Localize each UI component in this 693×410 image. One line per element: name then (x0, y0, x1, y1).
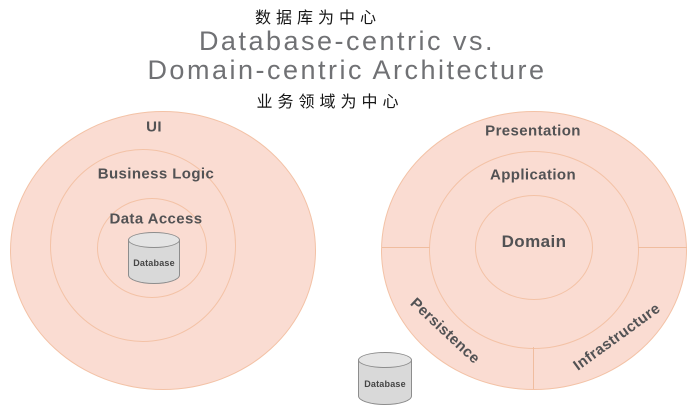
left-inner-circle-data-access (97, 198, 207, 298)
external-database-cylinder-icon: Database (358, 352, 412, 405)
database-label: Database (364, 378, 406, 389)
right-inner-circle-domain (475, 195, 593, 300)
cylinder-body (358, 360, 412, 405)
label-database-centric-chinese: 数据库为中心 (254, 10, 382, 27)
page-title: Database-centric vs. Domain-centric Arch… (147, 27, 546, 85)
ring-label-business-logic: Business Logic (97, 165, 215, 183)
ring-label-domain: Domain (501, 232, 567, 251)
title-line-1: Database-centric vs. (198, 26, 496, 56)
cylinder-top (358, 352, 412, 368)
sector-divider-left (382, 247, 430, 248)
database-cylinder-icon: Database (128, 232, 180, 284)
label-domain-centric-chinese: 业务领域为中心 (256, 94, 404, 111)
title-line-2: Domain-centric Architecture (147, 55, 547, 85)
sector-divider-right (638, 247, 687, 248)
ring-label-data-access: Data Access (109, 210, 203, 228)
left-middle-circle-business-logic (50, 149, 236, 342)
right-middle-circle-application (429, 151, 639, 349)
ring-label-application: Application (489, 166, 577, 184)
sector-divider-bottom (533, 347, 534, 389)
ring-label-ui: UI (146, 118, 162, 136)
database-label: Database (133, 258, 175, 268)
ring-label-presentation: Presentation (485, 122, 581, 140)
cylinder-top (128, 232, 180, 248)
